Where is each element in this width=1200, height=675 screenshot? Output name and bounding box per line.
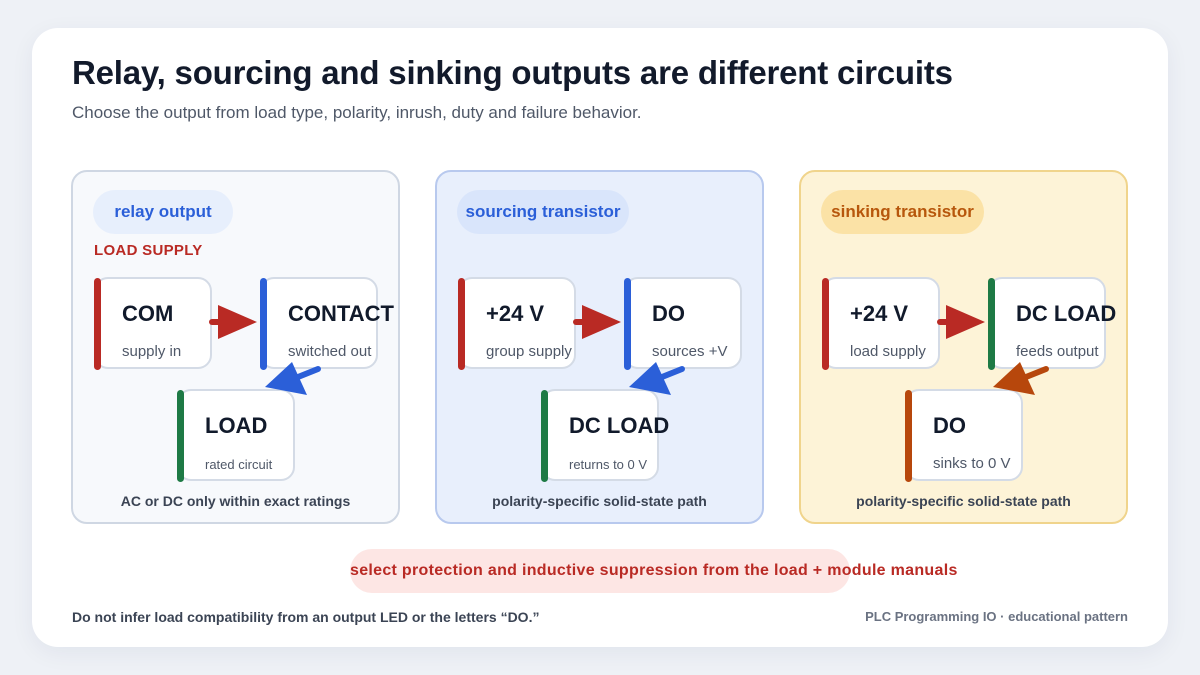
node-title: LOAD [205, 413, 268, 438]
node-subtitle: returns to 0 V [569, 457, 648, 472]
node-subtitle: load supply [850, 343, 926, 360]
node-title: DC LOAD [1016, 301, 1117, 326]
sourcing-caption: polarity-specific solid-state path [492, 493, 707, 509]
node-accent-bar [458, 278, 465, 370]
dc-load-node: DC LOAD returns to 0 V [541, 389, 669, 482]
page-subtitle: Choose the output from load type, polari… [72, 103, 642, 122]
do-node: DO sinks to 0 V [905, 389, 1023, 482]
page-title: Relay, sourcing and sinking outputs are … [72, 54, 953, 91]
node-accent-bar [624, 278, 631, 370]
node-accent-bar [541, 390, 548, 482]
node-accent-bar [260, 278, 267, 370]
node-subtitle: rated circuit [205, 457, 273, 472]
node-subtitle: switched out [288, 343, 372, 360]
node-accent-bar [94, 278, 101, 370]
node-accent-bar [822, 278, 829, 370]
node-subtitle: sinks to 0 V [933, 455, 1011, 472]
dc-load-node: DC LOAD feeds output [988, 277, 1116, 370]
node-subtitle: feeds output [1016, 343, 1099, 360]
node-title: DO [652, 301, 685, 326]
node-title: DC LOAD [569, 413, 670, 438]
node-title: DO [933, 413, 966, 438]
com-node: COM supply in [94, 277, 212, 370]
node-title: +24 V [850, 301, 909, 326]
do-node: DO sources +V [624, 277, 742, 370]
contact-node: CONTACT switched out [260, 277, 394, 370]
sinking-transistor-label: sinking transistor [821, 190, 984, 234]
node-accent-bar [905, 390, 912, 482]
footer-note: Do not infer load compatibility from an … [72, 609, 540, 625]
node-title: COM [122, 301, 174, 326]
load-node: LOAD rated circuit [177, 389, 295, 482]
node-accent-bar [177, 390, 184, 482]
sinking-caption: polarity-specific solid-state path [856, 493, 1071, 509]
node-accent-bar [988, 278, 995, 370]
relay-caption: AC or DC only within exact ratings [120, 493, 351, 509]
supply-24v-node: +24 V load supply [822, 277, 940, 370]
relay-output-label: relay output [93, 190, 233, 234]
node-title: +24 V [486, 301, 545, 326]
node-subtitle: supply in [122, 343, 182, 360]
sourcing-transistor-label: sourcing transistor [457, 190, 629, 234]
node-subtitle: group supply [486, 343, 572, 360]
supply-24v-node: +24 V group supply [458, 277, 576, 370]
node-subtitle: sources +V [652, 343, 728, 360]
footer-source: PLC Programming IO · educational pattern [865, 609, 1128, 624]
protection-banner: select protection and inductive suppress… [350, 549, 957, 593]
load-supply-label: LOAD SUPPLY [94, 242, 203, 259]
node-title: CONTACT [288, 301, 394, 326]
